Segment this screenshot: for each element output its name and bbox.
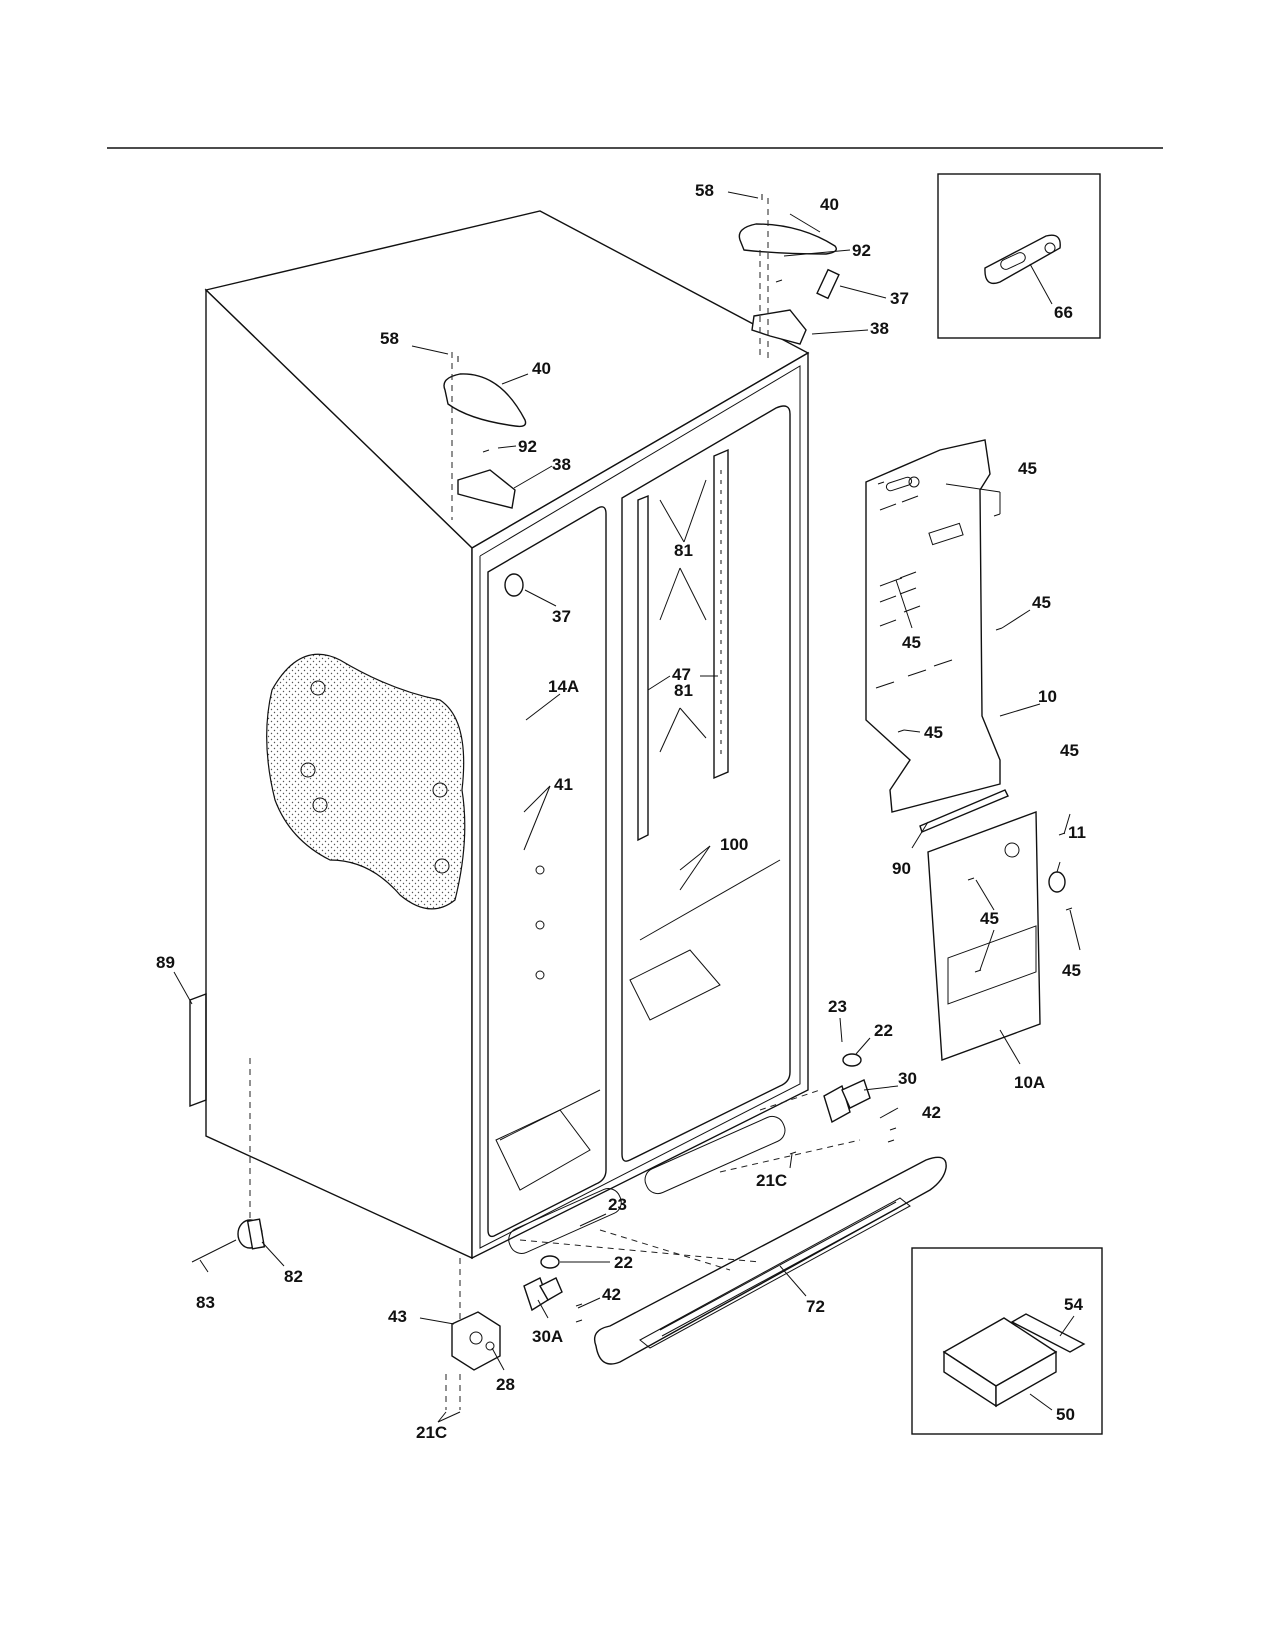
callout-45-c: 45 (902, 633, 921, 652)
callout-21C-left: 21C (416, 1423, 447, 1442)
callout-92-left: 92 (518, 437, 537, 456)
callout-92-right: 92 (852, 241, 871, 260)
callout-83: 83 (196, 1293, 215, 1312)
leader-lines (173, 191, 1081, 1423)
bracket-89 (189, 992, 207, 1108)
callout-72: 72 (806, 1297, 825, 1316)
callout-37-right: 37 (890, 289, 909, 308)
bar-90 (919, 789, 1009, 833)
callout-40-left: 40 (532, 359, 551, 378)
screw-83 (191, 1239, 237, 1263)
callout-45-g: 45 (1062, 961, 1081, 980)
callout-90: 90 (892, 859, 911, 878)
callout-40-right: 40 (820, 195, 839, 214)
hinge-cover-left (443, 373, 527, 428)
shelf-standards (637, 448, 729, 842)
callout-37-left: 37 (552, 607, 571, 626)
callout-28: 28 (496, 1375, 515, 1394)
inset-66 (937, 173, 1101, 339)
callout-45-e: 45 (1060, 741, 1079, 760)
callout-23-left: 23 (608, 1195, 627, 1214)
callout-38-right: 38 (870, 319, 889, 338)
callout-30A: 30A (532, 1327, 563, 1346)
callout-22-left: 22 (614, 1253, 633, 1272)
callout-10A: 10A (1014, 1073, 1045, 1092)
washer-22-left (540, 1255, 560, 1269)
callout-41: 41 (554, 775, 573, 794)
callout-21C-right: 21C (756, 1171, 787, 1190)
callout-23-right: 23 (828, 997, 847, 1016)
side-insulation (266, 653, 466, 910)
cap-37-left (504, 573, 524, 597)
callout-45-f: 45 (980, 909, 999, 928)
callout-10: 10 (1038, 687, 1057, 706)
hinge-cover-right (738, 223, 837, 255)
callout-82: 82 (284, 1267, 303, 1286)
grommet-11 (1048, 871, 1066, 893)
callout-14A: 14A (548, 677, 579, 696)
callout-50: 50 (1056, 1405, 1075, 1424)
callout-81-mid: 81 (674, 681, 693, 700)
callout-45-b: 45 (1032, 593, 1051, 612)
callouts: 58 40 92 38 37 58 40 92 38 37 66 45 45 4… (156, 181, 1086, 1442)
callout-54: 54 (1064, 1295, 1083, 1314)
callout-42-left: 42 (602, 1285, 621, 1304)
callout-100: 100 (720, 835, 748, 854)
callout-81-top: 81 (674, 541, 693, 560)
toe-grille-72 (593, 1156, 947, 1365)
leveler-43-28 (451, 1311, 501, 1371)
callout-43: 43 (388, 1307, 407, 1326)
callout-89: 89 (156, 953, 175, 972)
rear-cover-10 (865, 439, 1001, 813)
callout-45-a: 45 (1018, 459, 1037, 478)
washer-22-right (842, 1053, 862, 1067)
callout-42-right: 42 (922, 1103, 941, 1122)
hinge-left (457, 469, 516, 509)
callout-22-right: 22 (874, 1021, 893, 1040)
callout-47: 47 (672, 665, 691, 684)
inset-54-50 (911, 1247, 1103, 1435)
lower-panel-10A (927, 811, 1041, 1061)
callout-66: 66 (1054, 303, 1073, 322)
callout-58-left: 58 (380, 329, 399, 348)
roller-82 (237, 1218, 266, 1250)
callout-11: 11 (1068, 823, 1086, 842)
callout-45-d: 45 (924, 723, 943, 742)
callout-30: 30 (898, 1069, 917, 1088)
callout-58-right: 58 (695, 181, 714, 200)
cap-37-right (816, 268, 840, 300)
callout-38-left: 38 (552, 455, 571, 474)
hinge-right (751, 309, 807, 345)
